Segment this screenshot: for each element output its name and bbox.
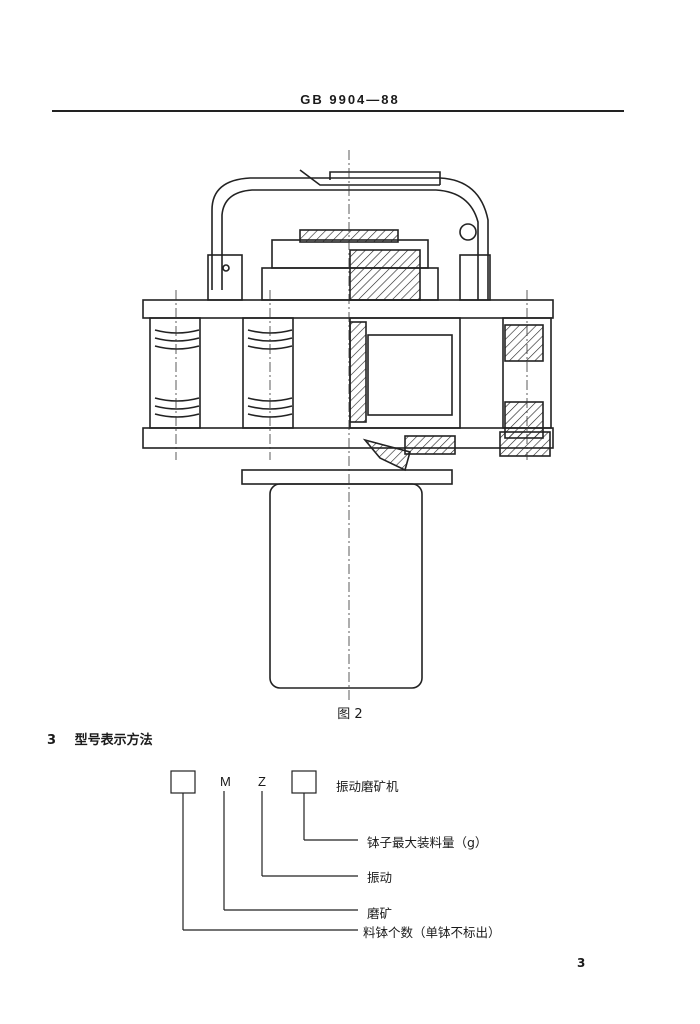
label-grinding: 磨矿 <box>367 906 393 921</box>
section-title: 型号表示方法 <box>74 733 153 748</box>
label-mill-name: 振动磨矿机 <box>336 779 399 794</box>
page-number: 3 <box>577 956 586 970</box>
header-rule <box>52 110 624 112</box>
box-capacity <box>291 770 317 794</box>
label-capacity: 钵子最大装料量（g） <box>367 835 488 850</box>
letter-z: Z <box>258 774 266 789</box>
letter-m: M <box>220 774 231 789</box>
label-vibration: 振动 <box>367 870 393 885</box>
top-plate <box>142 299 554 319</box>
label-bowl-count: 料钵个数（单钵不标出） <box>363 925 501 940</box>
bottom-plate <box>142 427 554 449</box>
vibration-mill-drawing <box>142 150 554 700</box>
section-number: 3 <box>47 733 57 748</box>
figure-caption: 图 2 <box>337 707 363 722</box>
box-count <box>170 770 196 794</box>
section-heading: 3 型号表示方法 <box>47 729 153 748</box>
standard-header: GB 9904—88 <box>300 92 400 107</box>
motor <box>269 483 423 689</box>
